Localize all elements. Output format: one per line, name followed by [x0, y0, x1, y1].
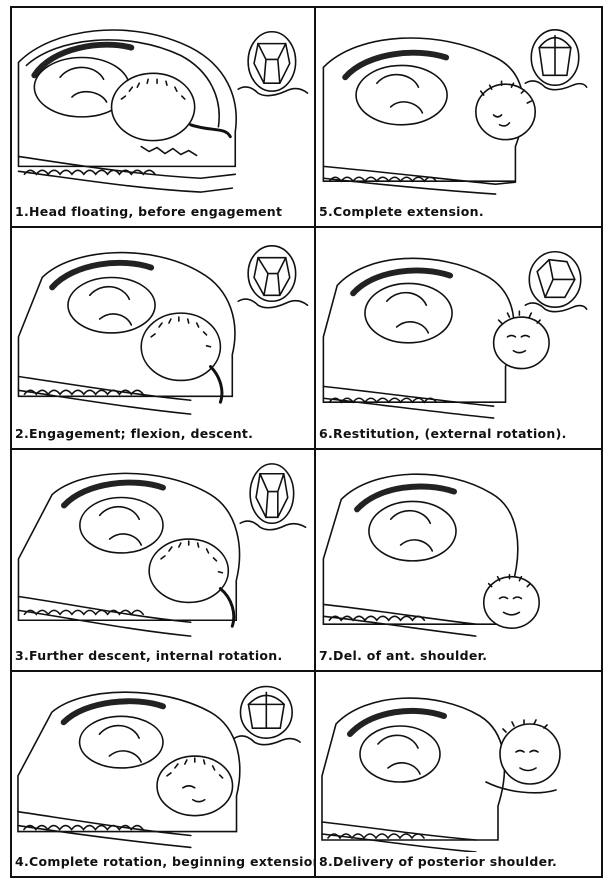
panel-8-caption: 8.Delivery of posterior shoulder.: [319, 852, 599, 872]
panel-3-illustration: [12, 450, 314, 646]
panel-7-illustration: [316, 450, 601, 646]
panel-5-illustration: [316, 8, 601, 202]
panel-8: 8.Delivery of posterior shoulder.: [316, 672, 601, 876]
panel-4-illustration: [12, 672, 314, 852]
panel-3: 3.Further descent, internal rotation.: [12, 450, 316, 672]
panel-5-caption: 5.Complete extension.: [319, 202, 599, 222]
panel-2: 2.Engagement; flexion, descent.: [12, 228, 316, 450]
panel-2-caption: 2.Engagement; flexion, descent.: [15, 424, 312, 444]
panel-2-illustration: [12, 228, 314, 424]
panel-6-caption: 6.Restitution, (external rotation).: [319, 424, 599, 444]
panel-8-illustration: [316, 672, 601, 852]
panel-1-caption: 1.Head floating, before engagement: [15, 202, 312, 222]
panel-1-illustration: [12, 8, 314, 202]
panel-4: 4.Complete rotation, beginning extension: [12, 672, 316, 876]
panel-1: 1.Head floating, before engagement: [12, 8, 316, 228]
panel-4-caption: 4.Complete rotation, beginning extension: [15, 852, 312, 872]
panel-6: 6.Restitution, (external rotation).: [316, 228, 601, 450]
panel-3-caption: 3.Further descent, internal rotation.: [15, 646, 312, 666]
panel-7-caption: 7.Del. of ant. shoulder.: [319, 646, 599, 666]
panel-grid: 1.Head floating, before engagement: [10, 6, 603, 878]
panel-6-illustration: [316, 228, 601, 424]
panel-7: 7.Del. of ant. shoulder.: [316, 450, 601, 672]
panel-5: 5.Complete extension.: [316, 8, 601, 228]
